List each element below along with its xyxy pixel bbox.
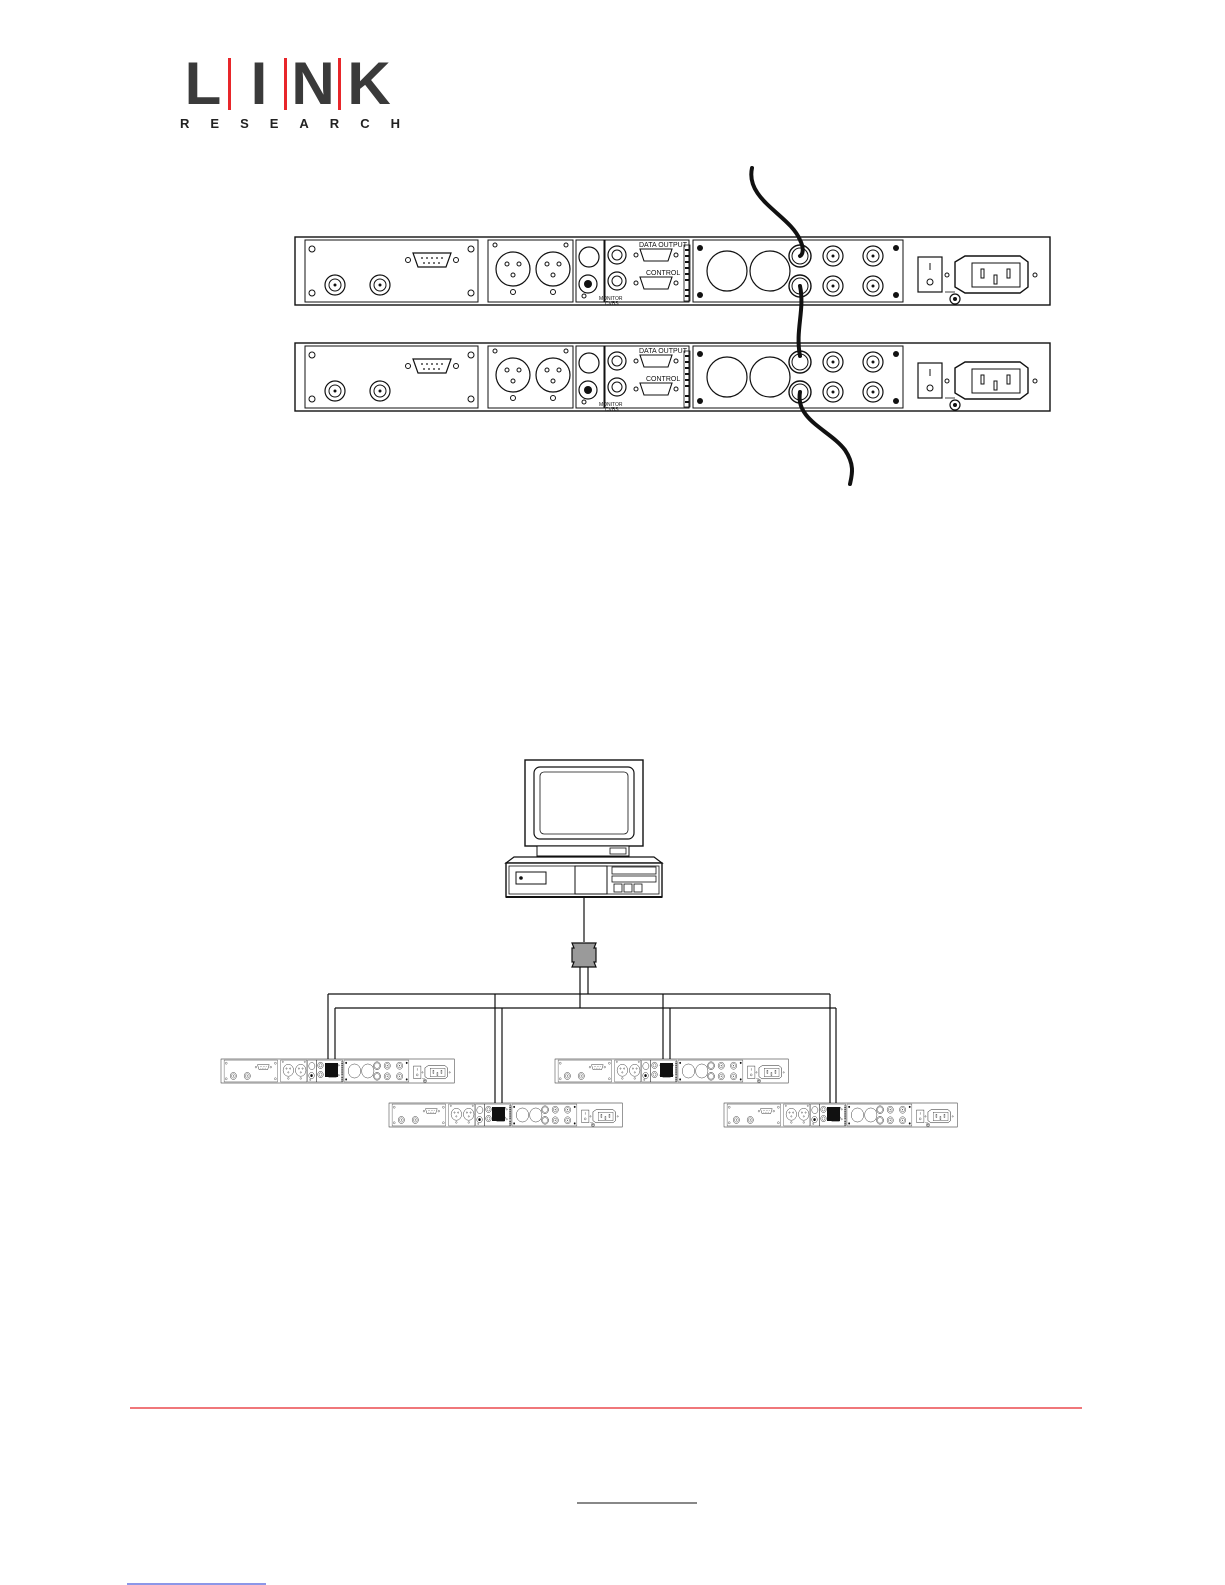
control-label: CONTROL: [646, 270, 680, 277]
rack-unit-bottom: DATA OUTPUT CONTROL MONITOR CVBS: [295, 343, 1050, 413]
cvbs-label: CVBS: [605, 407, 619, 413]
data-output-label: DATA OUTPUT: [639, 242, 688, 249]
control-bus: [328, 967, 836, 1108]
rack-unit-top: DATA OUTPUT CONTROL MONITOR CVBS: [295, 237, 1050, 307]
computer-icon: [506, 760, 662, 897]
mini-rack-unit-4: [724, 1103, 957, 1127]
data-output-label: DATA OUTPUT: [639, 348, 688, 355]
control-label: CONTROL: [646, 376, 680, 383]
mini-rack-unit-3: [389, 1103, 622, 1127]
converter-icon: [572, 943, 596, 967]
cvbs-label: CVBS: [605, 301, 619, 307]
